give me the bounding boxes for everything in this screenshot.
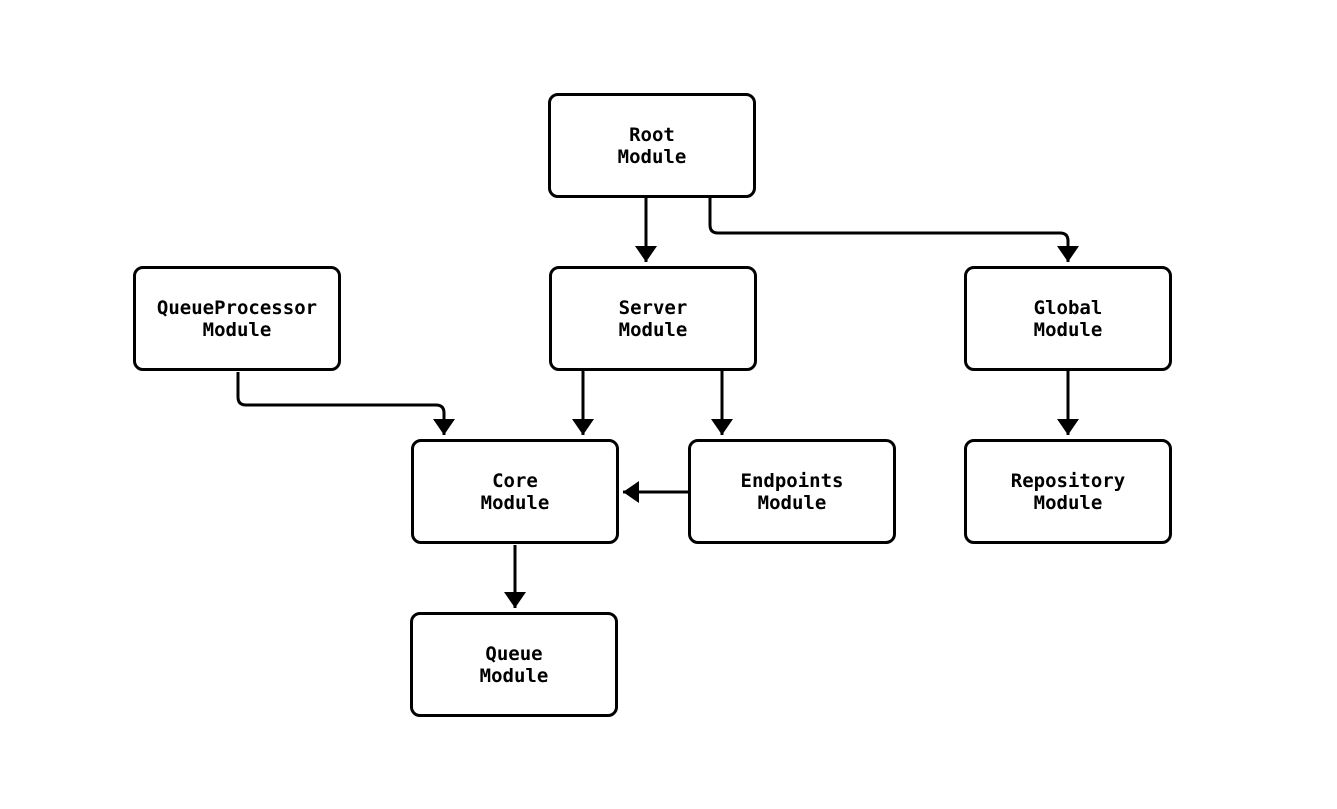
- node-endpoints-module: Endpoints Module: [688, 439, 896, 544]
- node-server-module-label: Server Module: [618, 296, 688, 341]
- node-server-module: Server Module: [549, 266, 757, 371]
- edge-root-to-global: [708, 198, 1079, 262]
- node-queue-module: Queue Module: [410, 612, 618, 717]
- node-queue-module-label: Queue Module: [479, 642, 549, 687]
- node-core-module-label: Core Module: [480, 469, 550, 514]
- node-queueprocessor-module-label: QueueProcessor Module: [156, 296, 318, 341]
- edge-queueprocessor-to-core: [236, 372, 455, 435]
- node-global-module-label: Global Module: [1033, 296, 1103, 341]
- node-root-module: Root Module: [548, 93, 756, 198]
- node-queueprocessor-module: QueueProcessor Module: [133, 266, 341, 371]
- node-core-module: Core Module: [411, 439, 619, 544]
- node-repository-module: Repository Module: [964, 439, 1172, 544]
- node-repository-module-label: Repository Module: [1010, 469, 1126, 514]
- node-global-module: Global Module: [964, 266, 1172, 371]
- node-endpoints-module-label: Endpoints Module: [740, 469, 844, 514]
- node-root-module-label: Root Module: [617, 123, 687, 168]
